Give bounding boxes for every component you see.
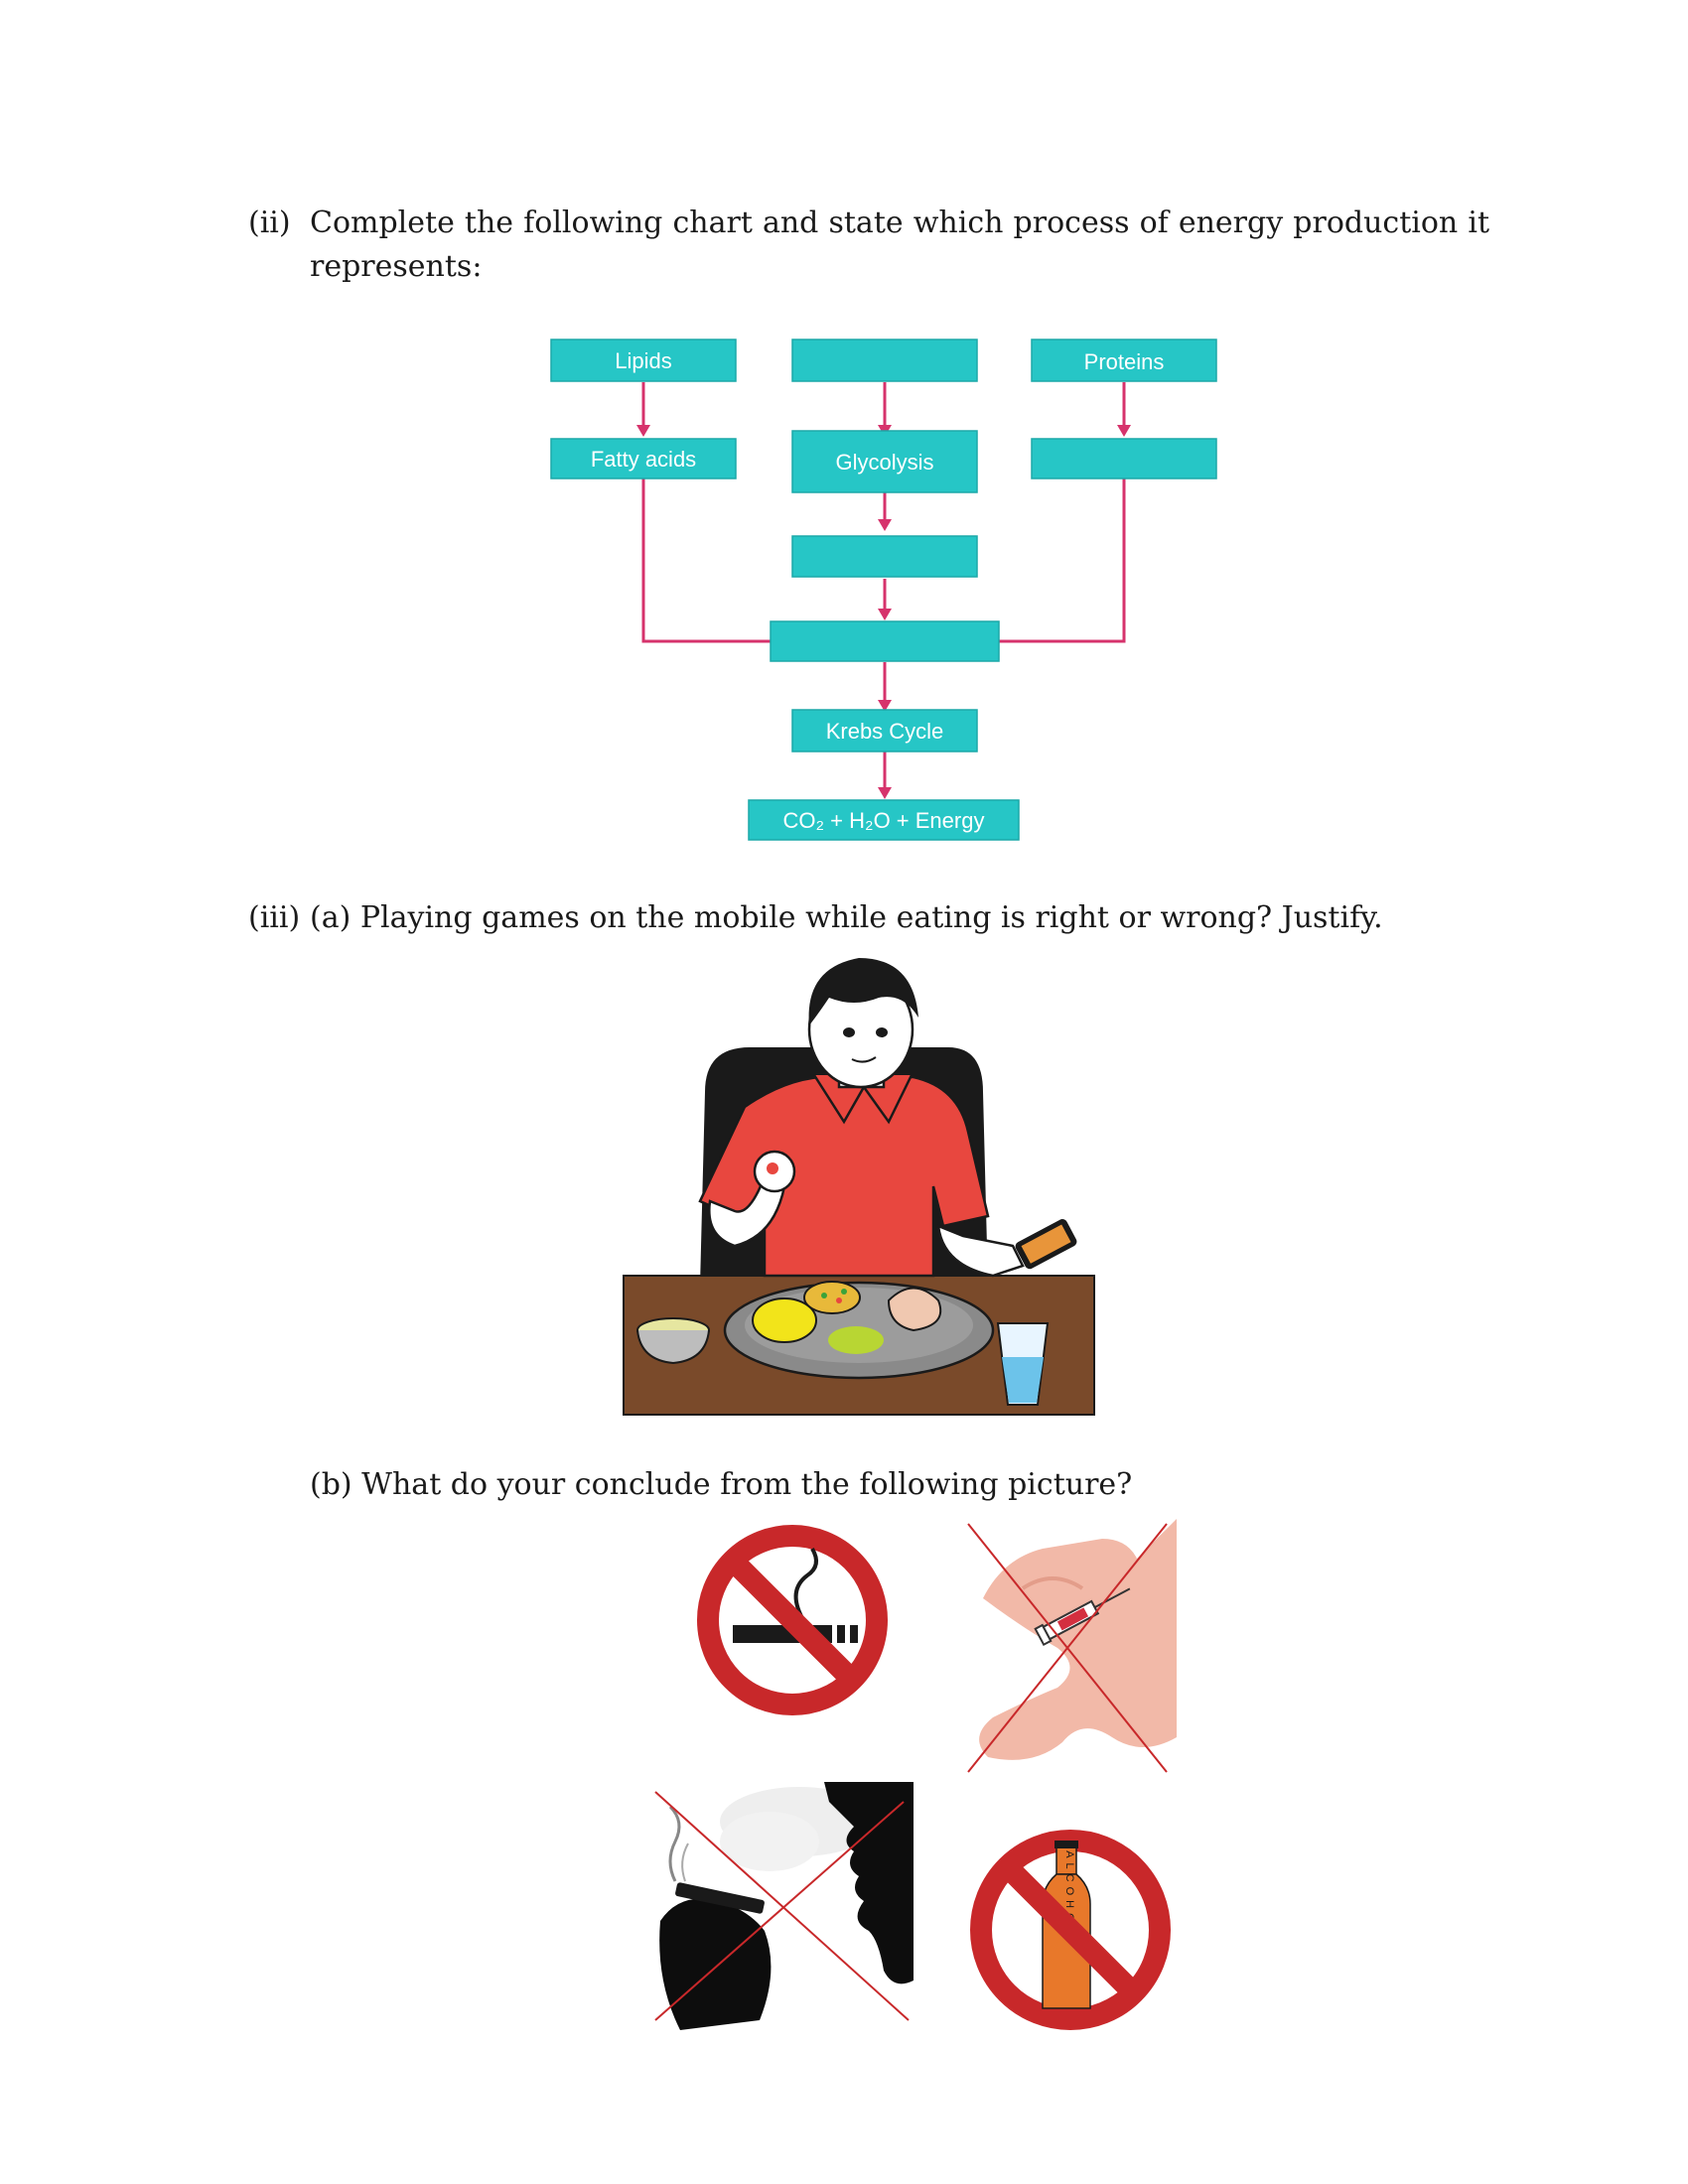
box-lipids: Lipids xyxy=(550,339,737,382)
no-alcohol-sign-icon: ALCOHOL xyxy=(970,1830,1171,2030)
box-lipids-label: Lipids xyxy=(615,348,671,373)
energy-flowchart: Lipids Proteins Fatty acids Glycolysis K… xyxy=(550,339,1217,841)
question-text: (b) What do your conclude from the follo… xyxy=(310,1467,1133,1502)
box-blank-top-center[interactable] xyxy=(791,339,978,382)
box-glycolysis: Glycolysis xyxy=(791,430,978,493)
box-blank-middle[interactable] xyxy=(791,535,978,578)
box-products: CO₂ + H₂O + Energy xyxy=(748,799,1020,841)
question-number: (ii) xyxy=(248,205,291,240)
boy-eating-with-mobile-illustration xyxy=(623,958,1095,1416)
box-krebs-cycle-label: Krebs Cycle xyxy=(826,719,944,744)
question-b: (b) What do your conclude from the follo… xyxy=(310,1463,1132,1507)
question-text: Complete the following chart and state w… xyxy=(310,205,1489,284)
box-fatty-acids-label: Fatty acids xyxy=(591,447,696,472)
box-proteins: Proteins xyxy=(1031,339,1217,382)
box-products-label: CO₂ + H₂O + Energy xyxy=(783,808,985,833)
no-passive-smoking-sign-icon xyxy=(654,1782,914,2030)
no-drug-injection-sign-icon xyxy=(967,1519,1177,1773)
flowchart-connectors xyxy=(636,382,1131,799)
box-proteins-label: Proteins xyxy=(1084,349,1165,374)
box-krebs-cycle: Krebs Cycle xyxy=(791,709,978,752)
question-number: (iii) xyxy=(248,900,301,935)
no-smoking-sign-icon xyxy=(697,1525,888,1715)
box-glycolysis-label: Glycolysis xyxy=(835,450,933,475)
box-blank-merge[interactable] xyxy=(770,620,1000,662)
box-blank-right[interactable] xyxy=(1031,438,1217,479)
question-text: (a) Playing games on the mobile while ea… xyxy=(310,900,1383,935)
box-fatty-acids: Fatty acids xyxy=(550,438,737,479)
